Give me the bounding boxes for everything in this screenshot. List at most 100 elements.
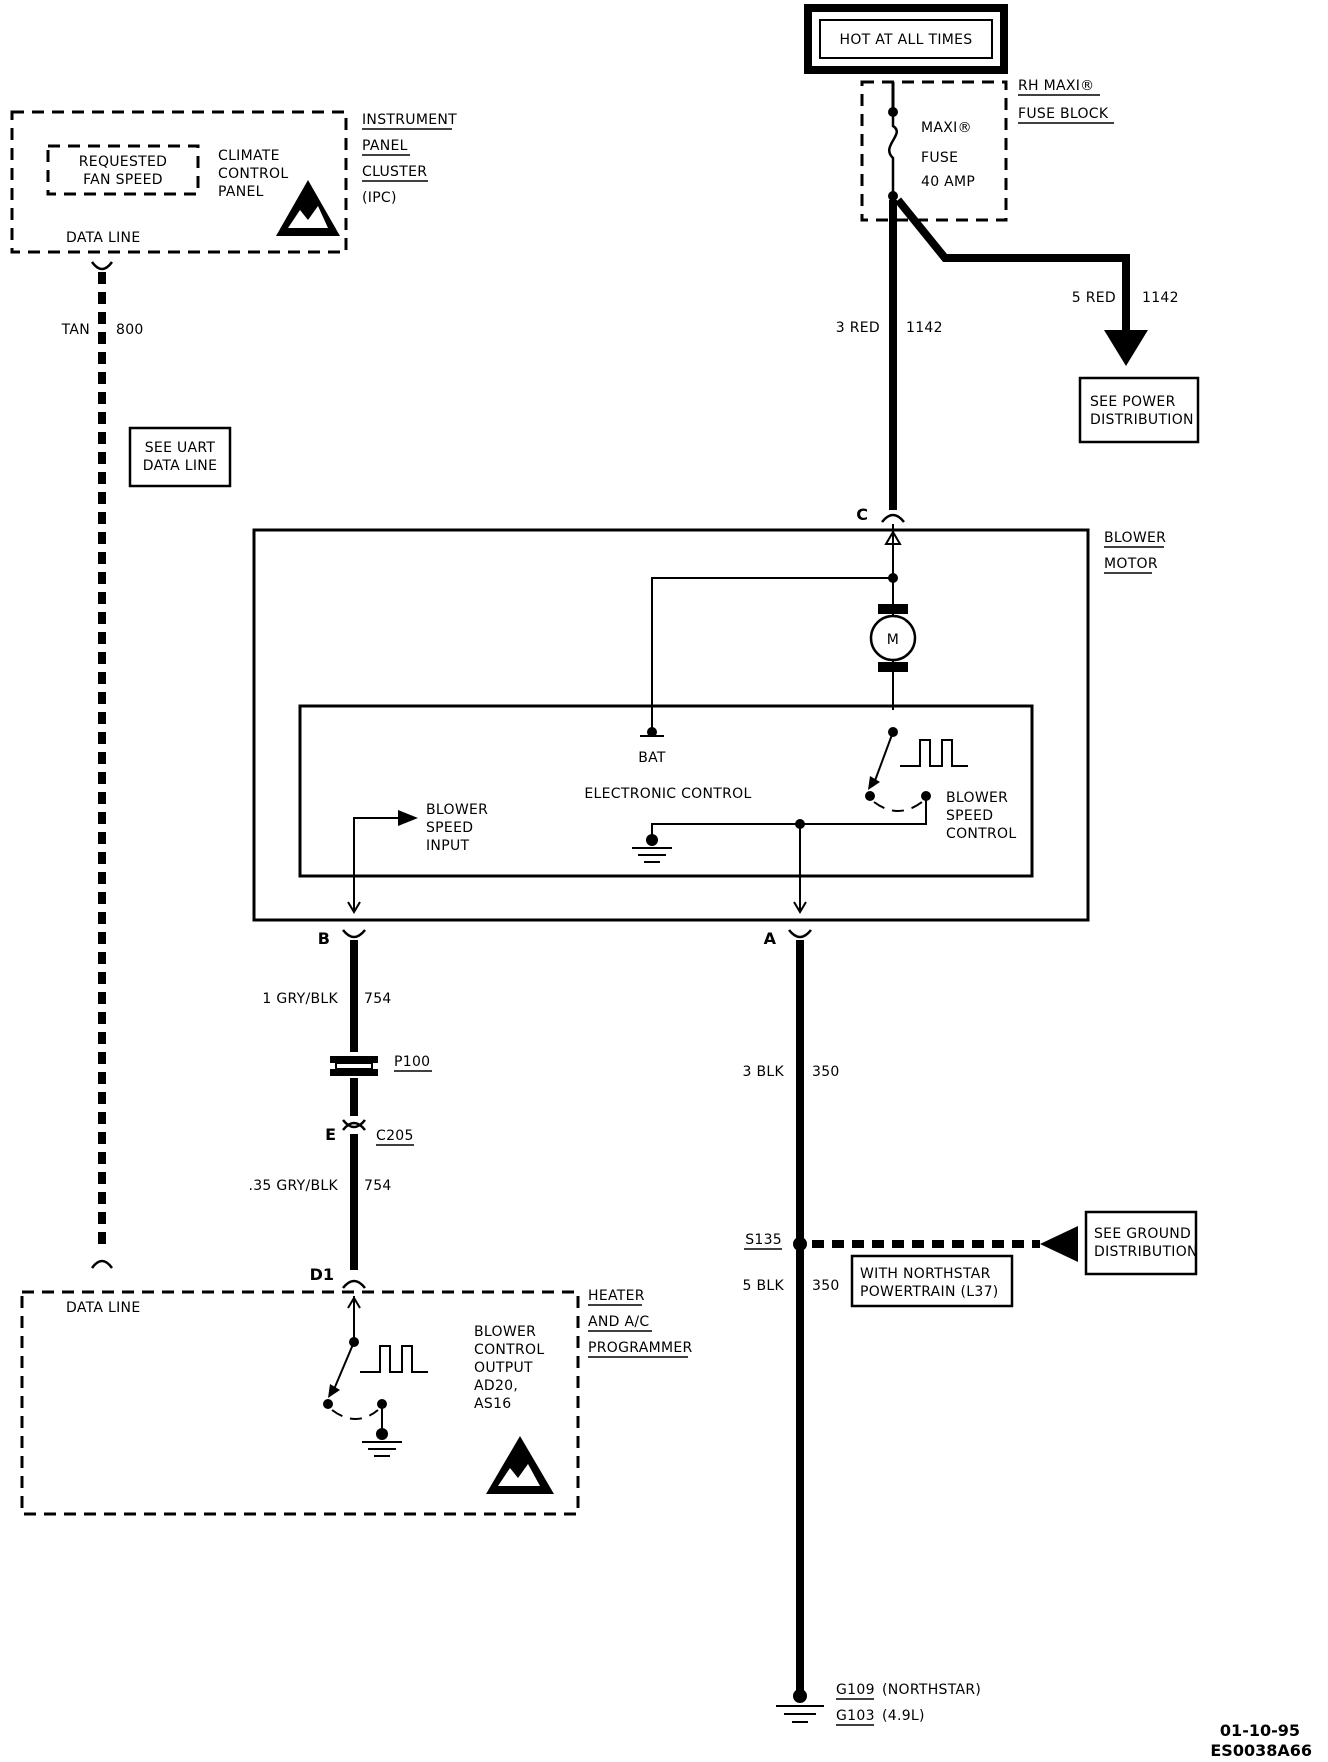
fuse-block: MAXI® FUSE 40 AMP RH MAXI® FUSE BLOCK bbox=[860, 78, 1114, 222]
wire-754b-size: .35 GRY/BLK bbox=[248, 1178, 338, 1194]
fuse-rating: 40 AMP bbox=[921, 174, 975, 190]
bco-line2: CONTROL bbox=[474, 1342, 544, 1358]
pin-c: C bbox=[856, 505, 868, 524]
ground-icon bbox=[362, 1441, 402, 1457]
connector-cavity-icon bbox=[342, 1279, 366, 1289]
fuse-block-title-1: RH MAXI® bbox=[1018, 78, 1094, 94]
ccp-line3: PANEL bbox=[218, 184, 264, 200]
with-northstar-box: WITH NORTHSTAR POWERTRAIN (L37) bbox=[850, 1254, 1014, 1308]
s135-label: S135 bbox=[745, 1232, 782, 1248]
electronic-control-box bbox=[298, 704, 1034, 878]
wire-1142-num: 1142 bbox=[906, 320, 943, 336]
bsi-line2: SPEED bbox=[426, 820, 473, 836]
connector-cavity-icon bbox=[788, 929, 812, 939]
instrument-panel-cluster: REQUESTED FAN SPEED CLIMATE CONTROL PANE… bbox=[10, 110, 457, 254]
pin-d1: D1 bbox=[310, 1265, 334, 1284]
programmer-title-3: PROGRAMMER bbox=[588, 1340, 693, 1356]
bsc-line3: CONTROL bbox=[946, 826, 1016, 842]
motor-icon: M bbox=[869, 604, 917, 672]
ipc-title-2: PANEL bbox=[362, 138, 408, 154]
ground-ref-line2: DISTRIBUTION bbox=[1094, 1244, 1198, 1260]
wire-754b-num: 754 bbox=[364, 1178, 392, 1194]
requested-line2: FAN SPEED bbox=[83, 172, 163, 188]
connector-cavity-icon bbox=[881, 513, 905, 523]
hot-at-all-times-box: HOT AT ALL TIMES bbox=[804, 4, 1008, 74]
fuse-label: FUSE bbox=[921, 150, 958, 166]
programmer-title-2: AND A/C bbox=[588, 1314, 649, 1330]
pulse-signal-icon bbox=[360, 1345, 428, 1373]
programmer-data-line: DATA LINE bbox=[66, 1300, 140, 1316]
g109-label: G109 bbox=[836, 1682, 875, 1698]
fuse-element-icon bbox=[888, 116, 898, 196]
esd-warning-icon bbox=[276, 180, 340, 236]
ground-icon bbox=[632, 847, 672, 863]
see-power-distribution-box: SEE POWER DISTRIBUTION bbox=[1078, 376, 1200, 444]
wire-754: 1 GRY/BLK 754 P100 E C205 .35 GRY/BLK 75… bbox=[248, 940, 432, 1289]
wire-350b-num: 350 bbox=[812, 1278, 840, 1294]
c205-label: C205 bbox=[376, 1128, 414, 1144]
ccp-line2: CONTROL bbox=[218, 166, 288, 182]
power-ref-line2: DISTRIBUTION bbox=[1090, 412, 1194, 428]
blower-speed-control-switch bbox=[632, 727, 968, 914]
wire-1142b-size: 5 RED bbox=[1072, 290, 1116, 306]
uart-ref-line2: DATA LINE bbox=[143, 458, 217, 474]
wire-1142-size: 3 RED bbox=[836, 320, 880, 336]
blower-speed-input bbox=[347, 810, 418, 914]
bat-label: BAT bbox=[638, 750, 666, 766]
wire-350a-size: 3 BLK bbox=[743, 1064, 785, 1080]
ground-icon bbox=[776, 1705, 824, 1723]
northstar-line1: WITH NORTHSTAR bbox=[860, 1266, 991, 1282]
wire-1142b-num: 1142 bbox=[1142, 290, 1179, 306]
bsc-line2: SPEED bbox=[946, 808, 993, 824]
bsi-line3: INPUT bbox=[426, 838, 469, 854]
connector-cavity-icon bbox=[342, 1119, 366, 1129]
requested-fan-speed-box bbox=[46, 144, 200, 196]
wire-1142-power: 5 RED 1142 bbox=[894, 197, 1179, 366]
blower-control-output-switch bbox=[323, 1296, 428, 1457]
pin-e: E bbox=[325, 1125, 336, 1144]
connector-cavity-icon bbox=[342, 1121, 366, 1131]
wire-754a-size: 1 GRY/BLK bbox=[262, 991, 338, 1007]
arrow-up-icon bbox=[884, 530, 902, 545]
blower-motor: BLOWER MOTOR C BAT M ELECTRONIC CONTROL bbox=[252, 505, 1166, 948]
blower-motor-title-1: BLOWER bbox=[1104, 530, 1166, 546]
ground-ref-line1: SEE GROUND bbox=[1094, 1226, 1191, 1242]
maxi-fuse-label: MAXI® bbox=[921, 120, 972, 136]
fuse-terminal-top bbox=[888, 107, 898, 117]
ccp-line1: CLIMATE bbox=[218, 148, 280, 164]
arrow-right-icon bbox=[398, 810, 418, 826]
connector-cavity-icon bbox=[342, 929, 366, 939]
p100-connector-icon bbox=[330, 1056, 378, 1076]
blower-motor-title-2: MOTOR bbox=[1104, 556, 1158, 572]
see-ground-distribution-box: SEE GROUND DISTRIBUTION bbox=[1084, 1210, 1198, 1276]
northstar-line2: POWERTRAIN (L37) bbox=[860, 1284, 999, 1300]
ipc-title-1: INSTRUMENT bbox=[362, 112, 457, 128]
pin-b: B bbox=[318, 929, 330, 948]
wire-350b-size: 5 BLK bbox=[743, 1278, 785, 1294]
pin-a: A bbox=[764, 929, 777, 948]
fuse-terminal-bottom bbox=[888, 191, 898, 201]
wire-1142-blower: 3 RED 1142 bbox=[836, 200, 943, 510]
pulse-signal-icon bbox=[900, 739, 968, 767]
wire-350: 3 BLK 350 S135 5 BLK 350 G109 (NORTHSTAR… bbox=[743, 940, 1078, 1726]
footer-date: 01-10-95 bbox=[1220, 1721, 1300, 1740]
heater-ac-programmer: DATA LINE HEATER AND A/C PROGRAMMER BLOW bbox=[20, 1288, 693, 1516]
wire-800-num: 800 bbox=[116, 322, 144, 338]
bsc-line1: BLOWER bbox=[946, 790, 1008, 806]
footer-code: ES0038A66 bbox=[1210, 1741, 1312, 1760]
wire-350a-num: 350 bbox=[812, 1064, 840, 1080]
ipc-title-4: (IPC) bbox=[362, 190, 397, 206]
bco-line3: OUTPUT bbox=[474, 1360, 533, 1376]
g103-note: (4.9L) bbox=[882, 1708, 925, 1724]
splice-s135 bbox=[793, 1237, 807, 1251]
programmer-title-1: HEATER bbox=[588, 1288, 645, 1304]
hot-at-all-times-label: HOT AT ALL TIMES bbox=[840, 32, 973, 48]
power-ref-line1: SEE POWER bbox=[1090, 394, 1176, 410]
p100-label: P100 bbox=[394, 1054, 430, 1070]
connector-cavity-icon bbox=[90, 261, 114, 271]
ipc-data-line: DATA LINE bbox=[66, 230, 140, 246]
electronic-control-label: ELECTRONIC CONTROL bbox=[584, 786, 751, 802]
fuse-block-title-2: FUSE BLOCK bbox=[1018, 106, 1109, 122]
g103-label: G103 bbox=[836, 1708, 875, 1724]
